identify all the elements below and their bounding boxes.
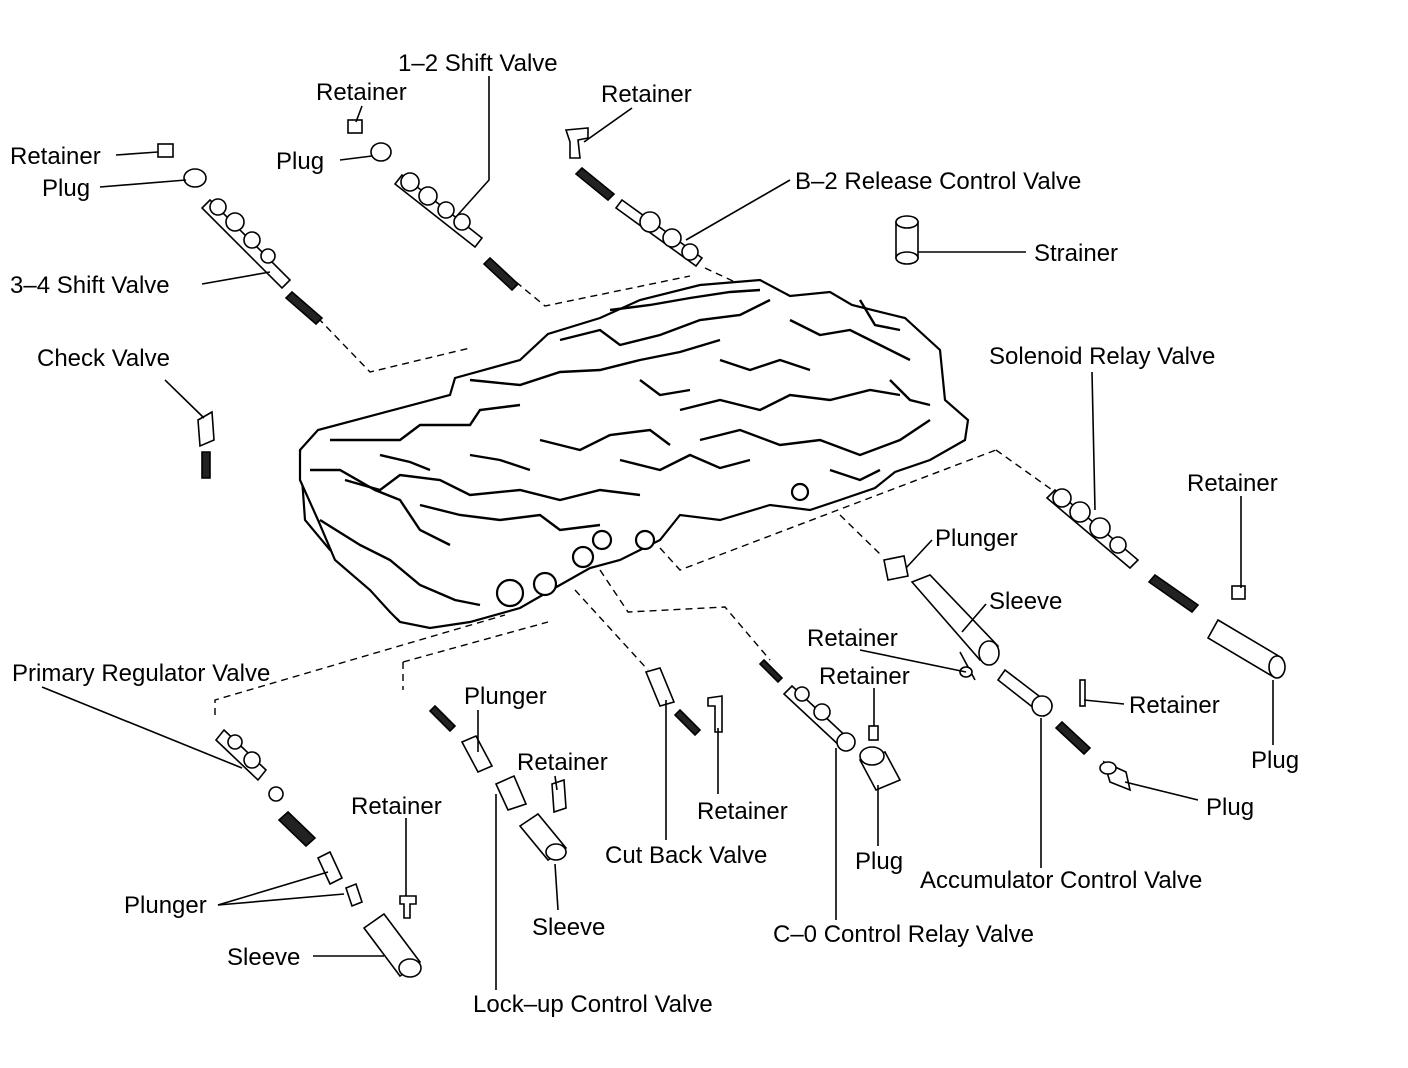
label-retainer-c: Retainer	[10, 143, 101, 170]
label-retainer-d: Retainer	[1187, 470, 1278, 497]
spring-9	[277, 810, 317, 848]
spring-5	[1054, 720, 1092, 756]
lockup-valve-part	[494, 774, 528, 811]
dashed-axis-lines	[214, 267, 1056, 715]
label-plug-a: Plug	[276, 148, 324, 175]
retainer-part-3	[564, 127, 589, 159]
bore-3	[571, 545, 595, 569]
spring-1	[284, 290, 324, 326]
retainer-part-10	[399, 895, 417, 919]
retainer-part-2	[347, 119, 363, 134]
bore-6	[790, 482, 810, 502]
plunger-part-2	[460, 734, 494, 774]
bore-1	[495, 578, 525, 608]
label-retainer-b: Retainer	[601, 81, 692, 108]
label-accumulator-control-valve: Accumulator Control Valve	[920, 867, 1202, 894]
retainer-part-9	[551, 778, 567, 814]
parts	[157, 119, 1286, 978]
label-retainer-i: Retainer	[351, 793, 442, 820]
label-check-valve: Check Valve	[37, 345, 170, 372]
label-solenoid-relay-valve: Solenoid Relay Valve	[989, 343, 1215, 370]
retainer-part-4	[1231, 585, 1246, 600]
retainer-part-7	[868, 725, 879, 741]
label-shift-valve-34: 3–4 Shift Valve	[10, 272, 170, 299]
spring-3	[574, 166, 616, 202]
label-shift-valve-12: 1–2 Shift Valve	[398, 50, 558, 77]
plug-part-2	[370, 142, 392, 162]
bore-5	[634, 529, 656, 551]
label-retainer-j: Retainer	[697, 798, 788, 825]
label-plunger-b: Plunger	[464, 683, 547, 710]
cut-back-part	[644, 667, 676, 707]
label-b2-release-control-valve: B–2 Release Control Valve	[795, 168, 1081, 195]
spring-7	[673, 708, 702, 737]
spring-8	[428, 704, 457, 733]
label-retainer-g: Retainer	[1129, 692, 1220, 719]
retainer-part-6	[1079, 679, 1086, 707]
label-retainer-f: Retainer	[819, 663, 910, 690]
label-plug-b: Plug	[42, 175, 90, 202]
leader-lines	[41, 76, 1274, 990]
label-plunger-a: Plunger	[935, 525, 1018, 552]
label-plug-c: Plug	[1251, 747, 1299, 774]
label-plug-e: Plug	[855, 848, 903, 875]
label-retainer-h: Retainer	[517, 749, 608, 776]
retainer-part-1	[157, 143, 174, 158]
plunger-part-4	[345, 882, 363, 908]
label-plunger-c: Plunger	[124, 892, 207, 919]
labels: 1–2 Shift Valve Retainer Retainer Retain…	[10, 50, 1299, 1018]
label-sleeve-b: Sleeve	[532, 914, 605, 941]
label-retainer-a: Retainer	[316, 79, 407, 106]
bore-2	[532, 571, 558, 597]
spring-4	[1147, 573, 1200, 614]
label-strainer: Strainer	[1034, 240, 1118, 267]
retainer-part-8	[707, 695, 723, 733]
label-c0-control-relay-valve: C–0 Control Relay Valve	[773, 921, 1034, 948]
label-lockup-control-valve: Lock–up Control Valve	[473, 991, 713, 1018]
spring-2	[482, 256, 520, 292]
plunger-part-1	[883, 555, 909, 581]
label-plug-d: Plug	[1206, 794, 1254, 821]
label-primary-regulator-valve: Primary Regulator Valve	[12, 660, 270, 687]
label-sleeve-a: Sleeve	[989, 588, 1062, 615]
check-valve-part	[197, 410, 215, 448]
label-retainer-e: Retainer	[807, 625, 898, 652]
check-valve-spring	[201, 451, 211, 479]
washer-part	[268, 786, 284, 802]
label-cut-back-valve: Cut Back Valve	[605, 842, 767, 869]
valve-body	[298, 278, 970, 630]
plug-part-1	[183, 168, 207, 188]
bore-4	[591, 529, 613, 551]
spring-6	[758, 658, 784, 684]
plunger-part-3	[316, 850, 344, 886]
label-sleeve-c: Sleeve	[227, 944, 300, 971]
